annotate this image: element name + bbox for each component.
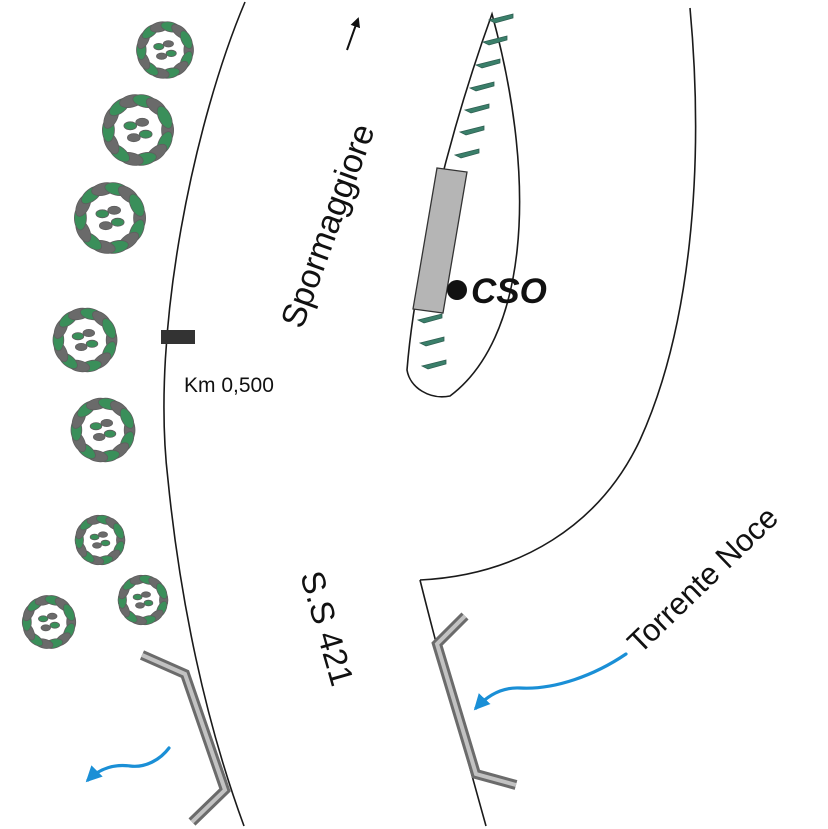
tree-canopy-icon (74, 514, 126, 566)
road-left-edge (163, 1, 246, 827)
tree-canopy-icon (136, 21, 194, 79)
sapling-icon (420, 359, 447, 370)
kilometer-label: Km 0,500 (184, 374, 274, 397)
direction-label: Spormaggiore (274, 119, 383, 333)
sapling-icon (416, 313, 443, 324)
water-flow-arrow-icon (473, 652, 628, 711)
storage-tank (412, 167, 468, 314)
sapling-icon (481, 35, 508, 46)
tree-canopy-icon (70, 397, 136, 463)
water-flow-arrow-icon (85, 746, 171, 783)
direction-arrow-icon (346, 17, 361, 51)
tree-canopy-icon (21, 595, 77, 649)
cso-label: CSO (471, 272, 547, 311)
river-label: Torrente Noce (621, 500, 785, 660)
tree-canopy-icon (52, 307, 118, 373)
tree-row (21, 21, 194, 649)
sapling-icon (474, 58, 501, 69)
sapling-icon (463, 103, 490, 114)
sapling-icon (468, 81, 495, 92)
tree-canopy-icon (102, 94, 175, 166)
outfall-point-icon (447, 280, 467, 300)
sapling-icon (418, 336, 445, 347)
sapling-icon (453, 148, 480, 159)
guardrail-right (431, 612, 518, 790)
river-bank (419, 7, 697, 581)
tree-canopy-icon (117, 574, 169, 626)
traffic-island (406, 11, 521, 398)
tree-canopy-icon (74, 182, 147, 254)
sapling-icon (487, 13, 514, 24)
guardrail-left (139, 650, 231, 826)
sapling-icon (458, 125, 485, 136)
kilometer-marker-icon (161, 330, 195, 344)
sapling-row (416, 13, 514, 370)
road-label-background (262, 560, 384, 740)
